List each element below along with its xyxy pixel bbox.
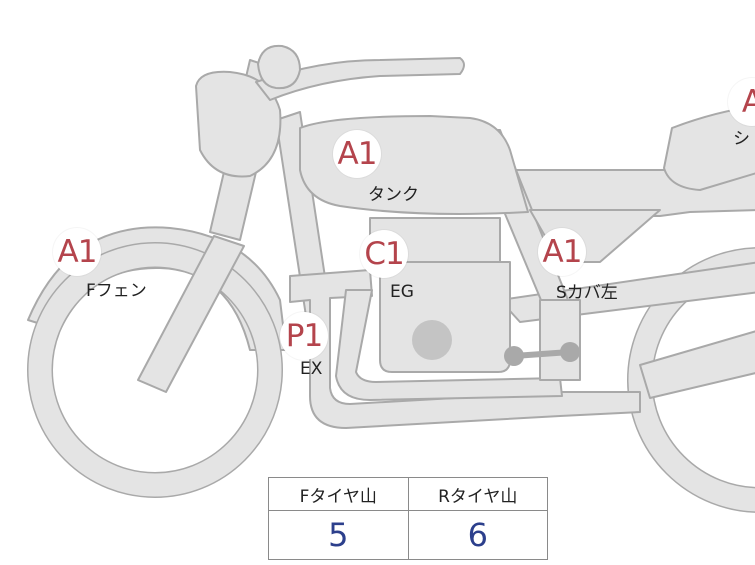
engine-block xyxy=(379,261,511,373)
swingarm xyxy=(639,330,755,399)
front-tire-header: Fタイヤ山 xyxy=(268,477,409,511)
label-exhaust: EX xyxy=(300,359,323,379)
label-seat: シ xyxy=(733,129,750,149)
table-row: 5 6 xyxy=(268,510,548,560)
marker-engine: C1 xyxy=(360,230,408,278)
linkage-pivot-right xyxy=(560,342,580,362)
rear-tire-header: Rタイヤ山 xyxy=(407,477,548,511)
marker-code: P1 xyxy=(285,317,323,354)
rear-tire-value: 6 xyxy=(407,510,548,560)
marker-exhaust: P1 xyxy=(280,312,328,360)
tire-tread-table: Fタイヤ山 Rタイヤ山 5 6 xyxy=(268,477,548,560)
handlebar-clamp xyxy=(257,44,301,90)
label-tank: タンク xyxy=(368,185,419,205)
marker-code: A1 xyxy=(57,233,98,270)
marker-front-fender: A1 xyxy=(53,228,101,276)
exhaust-pipe xyxy=(289,269,641,429)
marker-tank: A1 xyxy=(333,130,381,178)
table-row: Fタイヤ山 Rタイヤ山 xyxy=(268,477,548,511)
marker-code: A xyxy=(741,83,755,120)
rear-cowl xyxy=(663,105,755,191)
handlebar xyxy=(255,57,465,101)
label-engine: EG xyxy=(390,282,414,302)
marker-side-cover: A1 xyxy=(538,228,586,276)
linkage-pivot-left xyxy=(504,346,524,366)
rear-shock-mount xyxy=(539,299,581,381)
marker-code: A1 xyxy=(542,233,583,270)
headlight xyxy=(195,70,282,178)
label-front-fender: Fフェン xyxy=(86,281,147,301)
marker-code: A1 xyxy=(337,135,378,172)
front-tire-value: 5 xyxy=(268,510,409,560)
front-fork xyxy=(137,235,245,393)
engine-cover-dot xyxy=(412,320,452,360)
label-side-cover: Sカバ左 xyxy=(556,283,618,303)
marker-code: C1 xyxy=(364,235,404,272)
